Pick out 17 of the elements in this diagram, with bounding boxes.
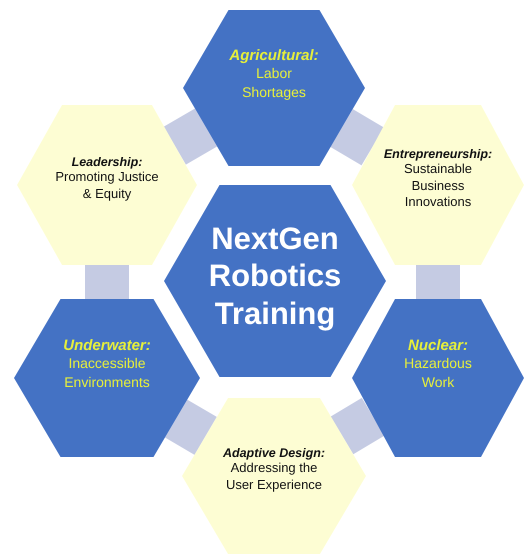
connector-band xyxy=(165,400,217,455)
connector-band xyxy=(330,398,384,454)
hexagon-text: Sustainable Business Innovations xyxy=(404,160,472,212)
connector-band xyxy=(164,108,218,165)
connector-band xyxy=(330,109,384,166)
hexagon-text: Labor Shortages xyxy=(241,64,307,101)
hexagon-heading: Agricultural: xyxy=(229,47,319,64)
hexagon-heading: Adaptive Design: xyxy=(222,446,326,460)
hexagon-heading: Underwater: xyxy=(63,337,151,354)
hexagon-heading: Entrepreneurship: xyxy=(384,146,492,161)
hexagon-text: Addressing the User Experience xyxy=(224,460,324,494)
hexagon-heading: Nuclear: xyxy=(408,337,468,354)
hexagon-heading: Leadership: xyxy=(72,155,142,170)
hexagon-text: Inaccessible Environments xyxy=(63,354,151,391)
hexagon-text: Promoting Justice & Equity xyxy=(54,169,160,203)
center-title: NextGen Robotics Training xyxy=(208,220,342,332)
hexagon-text: Hazardous Work xyxy=(403,354,473,391)
